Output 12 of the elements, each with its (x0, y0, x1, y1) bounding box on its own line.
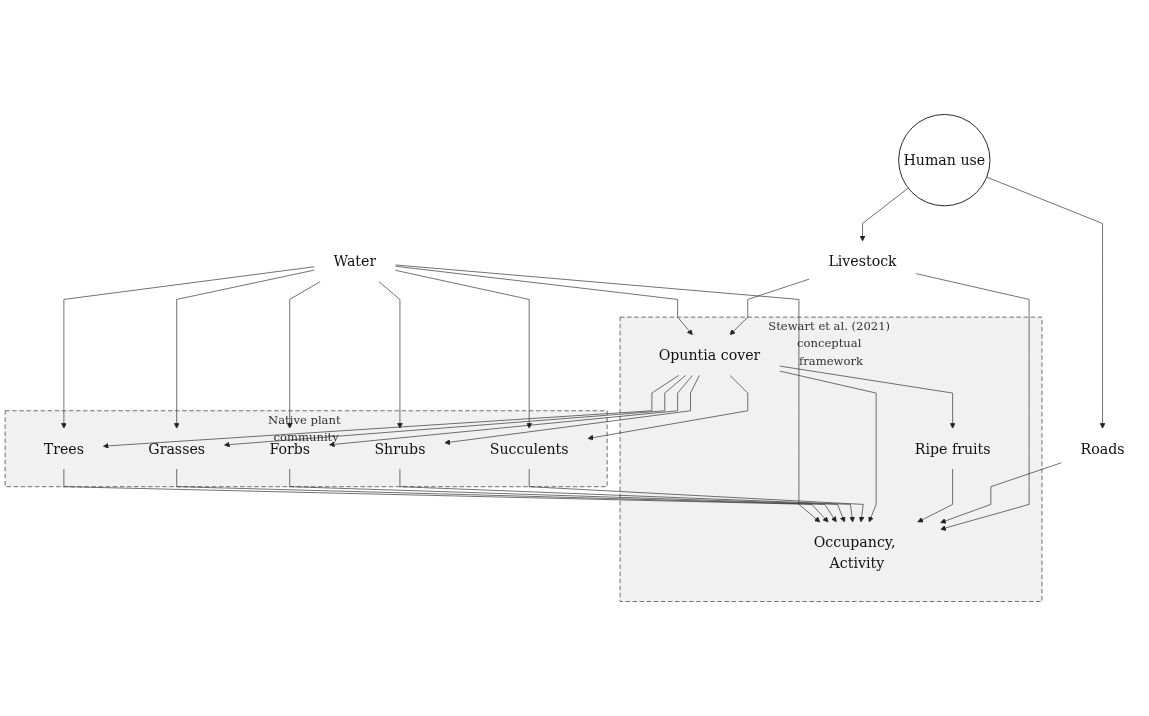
node-text: Shrubs (374, 440, 426, 457)
node-text: Roads (1080, 440, 1125, 457)
node-text: Ripe fruits (914, 440, 991, 457)
node-text: Grasses (148, 440, 206, 457)
node-text: Opuntia cover (658, 347, 761, 364)
node-text: Forbs (269, 440, 311, 457)
node-text: Trees (43, 440, 84, 457)
node-text: Succulents (489, 440, 569, 457)
node-circle: Human use (898, 113, 991, 207)
node-text: Water (333, 253, 377, 270)
node-text: Livestock (828, 253, 897, 270)
node-text: Occupancy, Activity (813, 534, 896, 572)
